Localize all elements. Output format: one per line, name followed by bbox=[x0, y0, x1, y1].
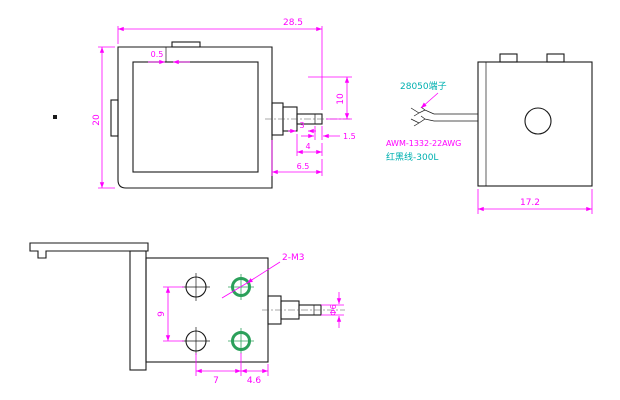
dim-edge-label: 4.6 bbox=[247, 376, 262, 386]
front-left-lug bbox=[110, 99, 119, 137]
dim-overall-height: 20 bbox=[92, 46, 115, 189]
bottom-view: 2-M3 9 7 4.6 bbox=[29, 242, 345, 386]
tapped-holes-right bbox=[228, 274, 254, 354]
dim-tip: 1.5 bbox=[301, 126, 356, 141]
side-top-tab-right bbox=[546, 53, 565, 63]
side-hole-circle bbox=[524, 107, 552, 135]
bottom-body-plate bbox=[145, 257, 269, 363]
bracket-top-strip bbox=[29, 242, 149, 259]
reference-dot bbox=[53, 115, 57, 119]
front-shaft bbox=[265, 102, 350, 136]
mount-holes-left bbox=[182, 273, 210, 355]
terminal-top bbox=[410, 106, 435, 117]
lead-wires bbox=[410, 106, 478, 127]
dim-shaft-len-label: 4 bbox=[305, 142, 310, 151]
dim-hole-spacing-v-label: 9 bbox=[157, 311, 167, 317]
front-view: 28.5 0.5 20 10 3 bbox=[53, 18, 356, 189]
dim-hole-spacing-v: 9 bbox=[157, 286, 184, 342]
dim-overall-width-label: 28.5 bbox=[283, 18, 303, 28]
front-coil-window bbox=[132, 61, 259, 173]
front-body-outline bbox=[117, 46, 273, 189]
wire-gauge-label: AWM-1332-22AWG bbox=[386, 139, 461, 148]
hole-callout: 2-M3 bbox=[221, 253, 304, 299]
dim-hole-spacing-h: 7 4.6 bbox=[195, 353, 269, 386]
front-top-tab bbox=[171, 41, 201, 48]
hole-callout-label: 2-M3 bbox=[282, 253, 304, 263]
dim-stroke: 10 bbox=[308, 76, 352, 120]
dim-shaft-len: 4 bbox=[296, 134, 323, 156]
terminal-bottom bbox=[410, 115, 435, 127]
dim-depth-label: 17.2 bbox=[520, 198, 540, 208]
dim-shaft-dia: Φ6 bbox=[321, 292, 344, 328]
wire-color-label: 红黑线-300L bbox=[386, 151, 438, 163]
dim-shaft-dia-label: Φ6 bbox=[329, 304, 338, 315]
dim-tab-offset: 0.5 bbox=[148, 50, 190, 65]
dim-hole-spacing-h-label: 7 bbox=[213, 376, 219, 386]
dim-overall-width: 28.5 bbox=[117, 18, 323, 110]
side-view: 28050端子 AWM-1332-22AWG 红黑线-300L 17.2 bbox=[386, 53, 593, 214]
dim-shaft-total: 6.5 bbox=[271, 140, 323, 176]
dim-step: 3 bbox=[288, 121, 316, 134]
side-body-outline bbox=[477, 61, 593, 187]
dim-shaft-total-label: 6.5 bbox=[297, 162, 310, 171]
terminal-note-label: 28050端子 bbox=[400, 80, 447, 92]
terminal-callout: 28050端子 bbox=[400, 80, 447, 109]
dim-tab-offset-label: 0.5 bbox=[151, 50, 164, 59]
bracket-vertical bbox=[129, 250, 147, 371]
dim-overall-height-label: 20 bbox=[92, 114, 102, 126]
bottom-shaft bbox=[262, 295, 345, 325]
dim-depth: 17.2 bbox=[477, 189, 593, 214]
side-top-tab-left bbox=[499, 53, 518, 63]
dim-stroke-label: 10 bbox=[336, 93, 346, 105]
dim-step-label: 3 bbox=[299, 121, 304, 130]
dim-tip-label: 1.5 bbox=[343, 132, 356, 141]
